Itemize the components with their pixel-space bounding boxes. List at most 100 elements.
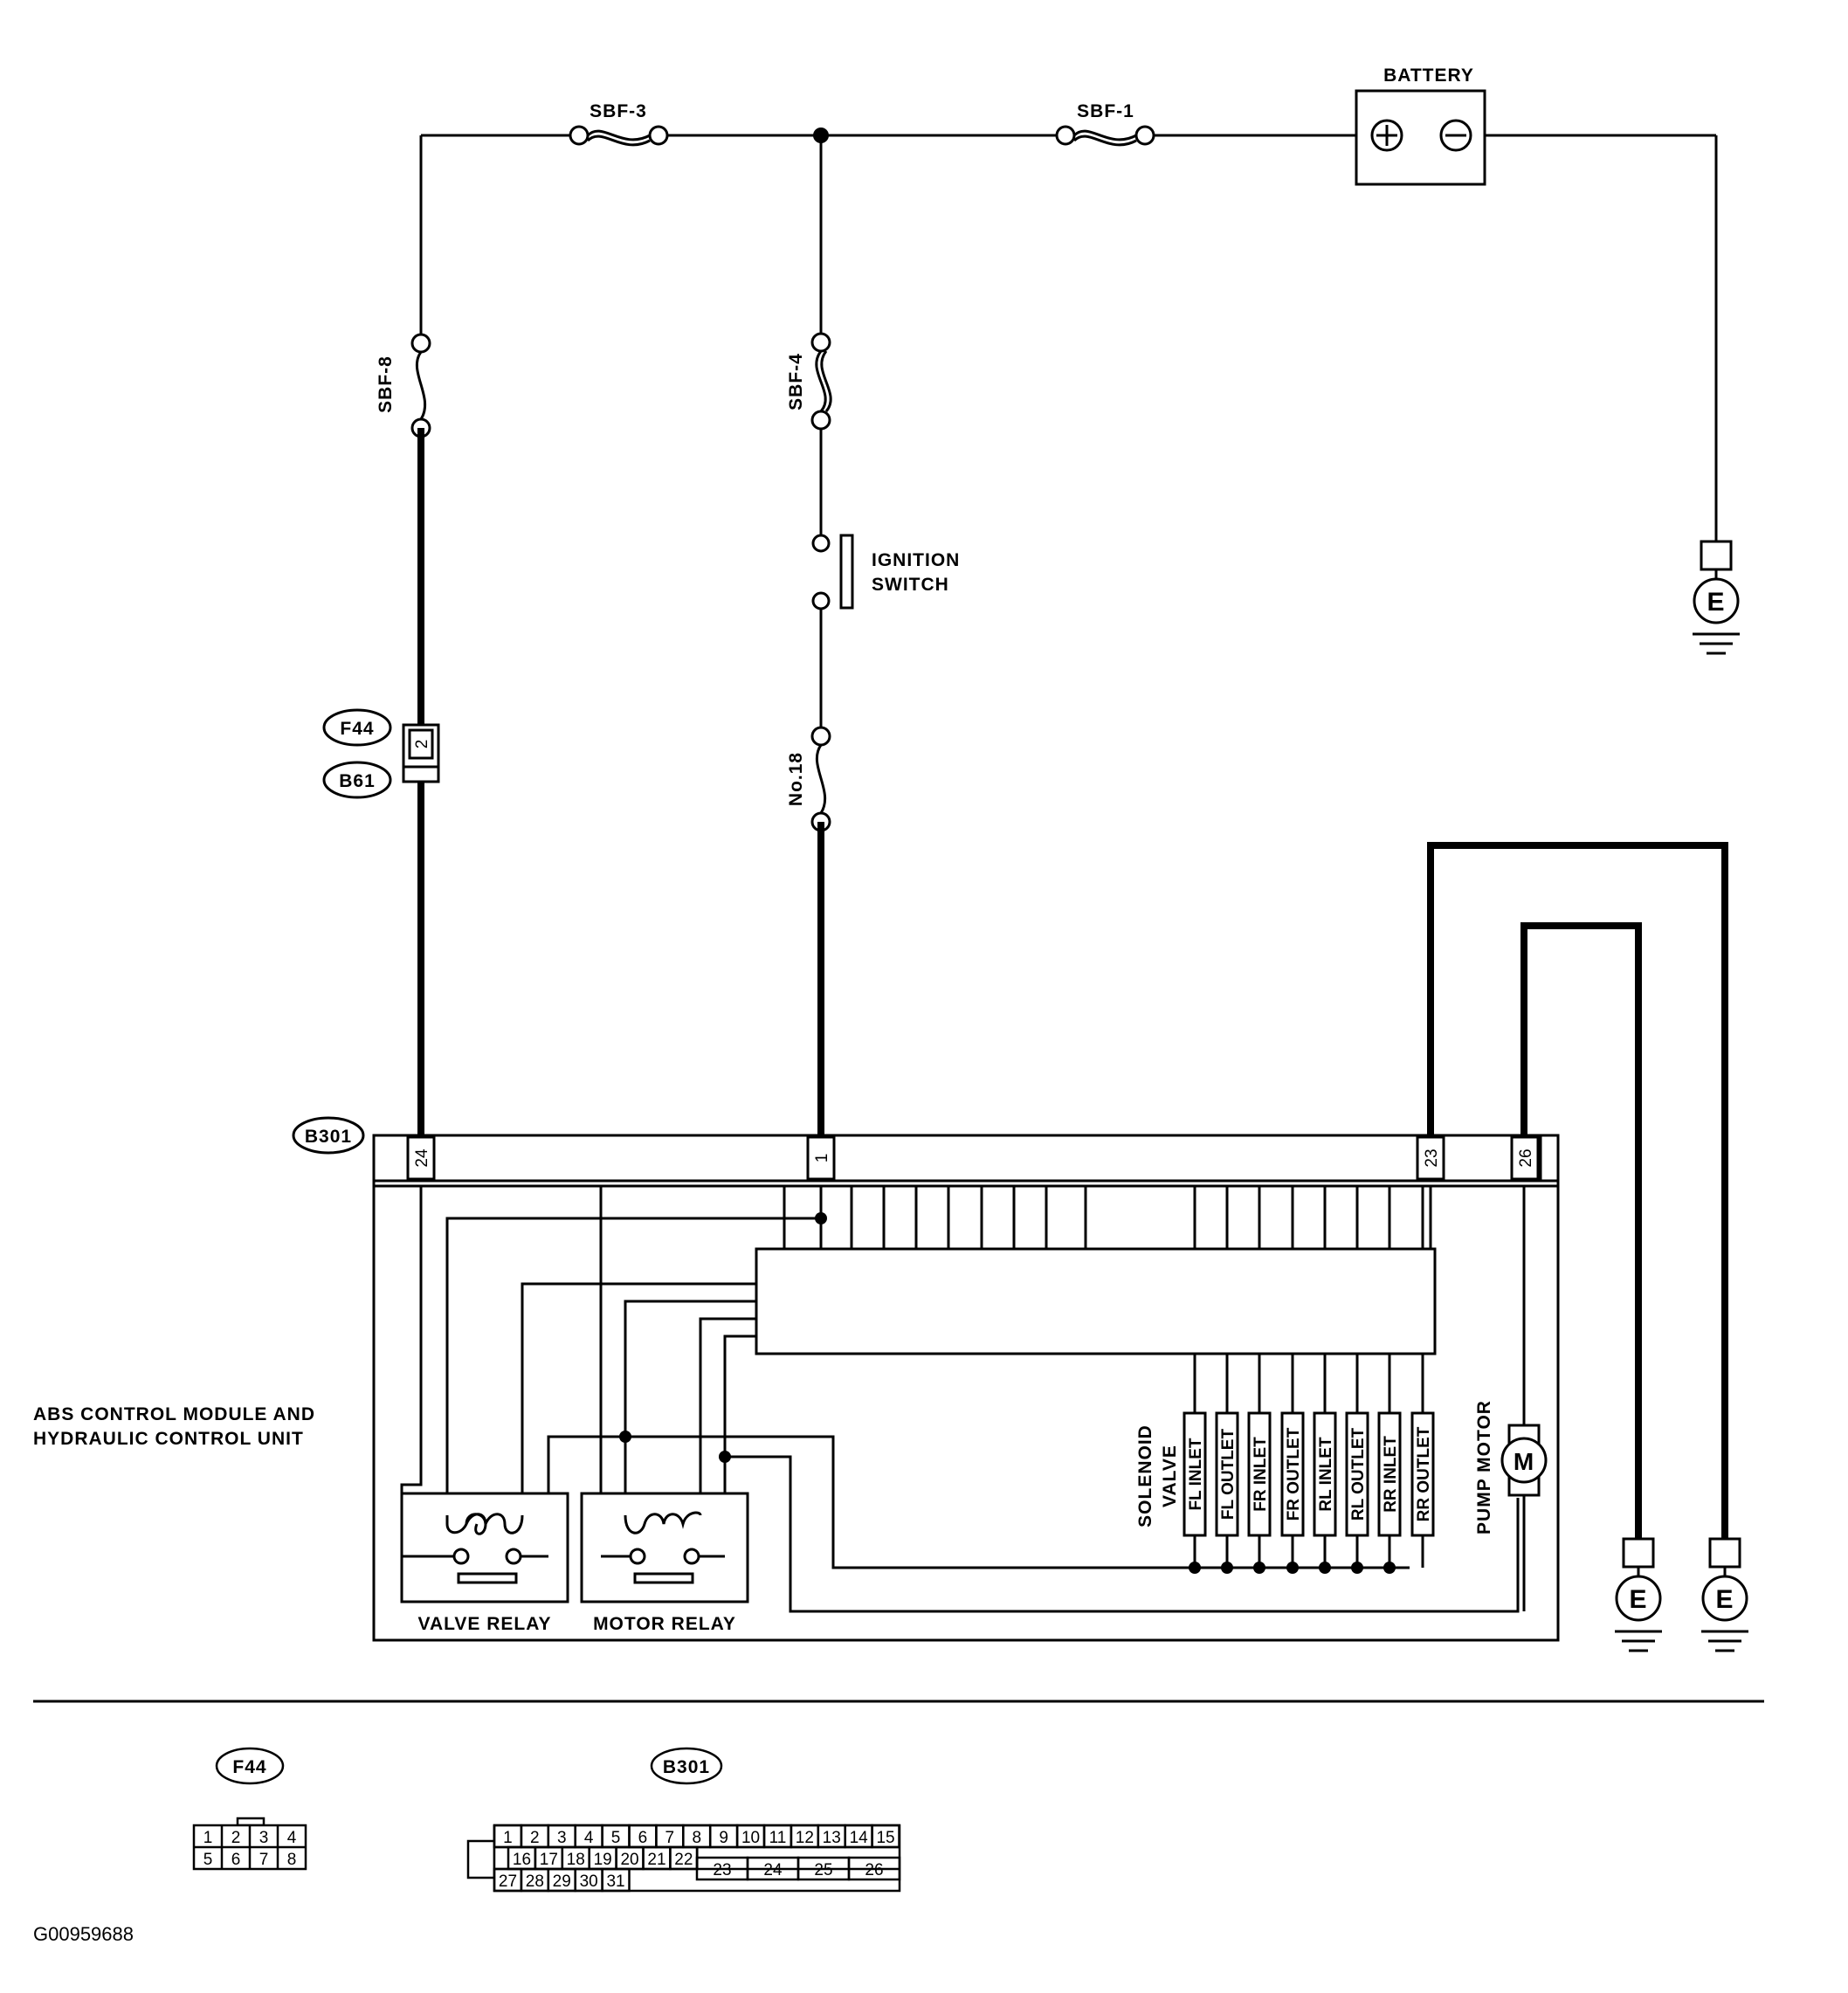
b301-cell-border bbox=[601, 1867, 631, 1893]
fuse-sbf4-label: SBF-4 bbox=[786, 353, 806, 410]
ignition-switch bbox=[811, 534, 854, 610]
fuse-sbf1-label: SBF-1 bbox=[1077, 101, 1134, 121]
solenoid-fr-outlet: FR OUTLET bbox=[1285, 1427, 1303, 1521]
b301-pin-cell: 29 bbox=[553, 1872, 571, 1891]
b301-cell-border bbox=[871, 1824, 900, 1849]
connector-f44-label: F44 bbox=[340, 719, 374, 739]
b301-pin-cell: 23 bbox=[713, 1861, 731, 1879]
battery-label: BATTERY bbox=[1383, 66, 1474, 86]
connector-b301-bar bbox=[292, 1116, 1560, 1188]
b301-pin-cell: 21 bbox=[647, 1851, 665, 1869]
b301-pin-26: 26 bbox=[1517, 1148, 1535, 1167]
fuse-no18-label: No.18 bbox=[786, 752, 806, 806]
module-label-1: ABS CONTROL MODULE AND bbox=[33, 1404, 315, 1424]
connector-view-f44-title: F44 bbox=[232, 1757, 266, 1777]
f44-pin-cell: 7 bbox=[259, 1851, 269, 1869]
solenoid-fl-inlet: FL INLET bbox=[1187, 1438, 1205, 1510]
fuse-sbf3 bbox=[569, 125, 669, 147]
fuse-sbf1 bbox=[1055, 125, 1155, 147]
fuse-no18 bbox=[810, 726, 831, 832]
harness-wires bbox=[417, 428, 1728, 1539]
b301-pin-cell: 31 bbox=[606, 1872, 624, 1891]
b301-pin-1: 1 bbox=[813, 1154, 831, 1163]
module-label-2: HYDRAULIC CONTROL UNIT bbox=[33, 1429, 304, 1449]
valve-relay-label: VALVE RELAY bbox=[418, 1614, 552, 1634]
b301-pin-cell: 9 bbox=[719, 1829, 728, 1847]
b301-cell-border bbox=[847, 1856, 901, 1881]
b301-pin-cell: 12 bbox=[796, 1829, 814, 1847]
solenoid-valve-label-1: SOLENOID bbox=[1135, 1424, 1155, 1528]
ground-motor-2-symbol: E bbox=[1715, 1585, 1734, 1614]
figure-id: G00959688 bbox=[33, 1923, 134, 1945]
f44-pin-cell: 2 bbox=[231, 1829, 241, 1847]
solenoid-rl-outlet: RL OUTLET bbox=[1349, 1427, 1368, 1521]
b301-pin-cell: 20 bbox=[620, 1851, 638, 1869]
solenoid-junctions bbox=[1189, 1562, 1396, 1574]
b301-pin-cell: 30 bbox=[580, 1872, 598, 1891]
power-wiring bbox=[419, 134, 1718, 728]
b301-pin-cell: 6 bbox=[638, 1829, 648, 1847]
fuse-sbf8 bbox=[410, 333, 431, 438]
solenoid-fr-inlet: FR INLET bbox=[1252, 1437, 1270, 1512]
fuse-sbf4 bbox=[810, 332, 832, 431]
pump-motor-label: PUMP MOTOR bbox=[1474, 1400, 1494, 1534]
ground-motor-2 bbox=[1701, 1537, 1748, 1652]
b301-pin-cell: 7 bbox=[665, 1829, 675, 1847]
b301-pin-cell: 26 bbox=[865, 1861, 883, 1879]
b301-pin-cell: 15 bbox=[876, 1829, 894, 1847]
module-junctions bbox=[619, 1212, 827, 1463]
motor-relay-label: MOTOR RELAY bbox=[593, 1614, 736, 1634]
solenoid-rl-inlet: RL INLET bbox=[1317, 1437, 1335, 1512]
b301-pin-23: 23 bbox=[1423, 1148, 1441, 1167]
connector-b301-label: B301 bbox=[305, 1127, 352, 1147]
b301-pin-cell: 8 bbox=[692, 1829, 701, 1847]
connector-view-f44 bbox=[192, 1747, 307, 1871]
abs-module bbox=[372, 1181, 1560, 1642]
connector-f44-pin: 2 bbox=[413, 740, 431, 749]
battery bbox=[1355, 89, 1486, 186]
solenoid-valves bbox=[1183, 1354, 1435, 1568]
b301-pin-cell: 28 bbox=[526, 1872, 544, 1891]
solenoid-rr-inlet: RR INLET bbox=[1382, 1436, 1400, 1513]
b301-pin-cell: 2 bbox=[530, 1829, 540, 1847]
pump-motor bbox=[1500, 1424, 1548, 1497]
b301-pin-cell: 13 bbox=[823, 1829, 841, 1847]
ignition-switch-label-2: SWITCH bbox=[872, 575, 949, 595]
pump-motor-symbol: M bbox=[1514, 1448, 1534, 1475]
b301-pin-cell: 16 bbox=[513, 1851, 531, 1869]
b301-pin-cell: 19 bbox=[594, 1851, 612, 1869]
fuse-sbf3-label: SBF-3 bbox=[590, 101, 647, 121]
b301-pin-cell: 10 bbox=[741, 1829, 760, 1847]
ground-motor-1 bbox=[1615, 1537, 1662, 1652]
solenoid-fl-outlet: FL OUTLET bbox=[1219, 1429, 1238, 1521]
f44-pin-cell: 5 bbox=[203, 1851, 213, 1869]
valve-relay bbox=[400, 1492, 569, 1603]
b301-pin-cell: 24 bbox=[763, 1861, 783, 1879]
solenoid-rr-outlet: RR OUTLET bbox=[1415, 1426, 1433, 1521]
b301-pin-cell: 3 bbox=[557, 1829, 567, 1847]
b301-pin-cell: 4 bbox=[584, 1829, 594, 1847]
connector-f44-b61 bbox=[322, 708, 440, 799]
b301-pin-cell: 27 bbox=[499, 1872, 517, 1891]
ground-motor-1-symbol: E bbox=[1629, 1585, 1647, 1614]
f44-pin-cell: 8 bbox=[287, 1851, 297, 1869]
fuse-sbf8-label: SBF-8 bbox=[376, 355, 396, 413]
ground-battery bbox=[1693, 540, 1740, 655]
connector-b61-label: B61 bbox=[339, 771, 376, 791]
b301-pin-cell: 17 bbox=[540, 1851, 558, 1869]
b301-pin-cell: 18 bbox=[567, 1851, 585, 1869]
ignition-switch-label-1: IGNITION bbox=[872, 550, 960, 570]
motor-relay bbox=[580, 1492, 749, 1603]
f44-pin-cell: 4 bbox=[287, 1829, 297, 1847]
b301-pin-cell: 14 bbox=[850, 1829, 869, 1847]
b301-pin-cell: 22 bbox=[674, 1851, 693, 1869]
f44-pin-cell: 3 bbox=[259, 1829, 269, 1847]
solenoid-valve-label-2: VALVE bbox=[1160, 1445, 1180, 1507]
b301-pin-cell: 25 bbox=[814, 1861, 832, 1879]
f44-pin-cell: 6 bbox=[231, 1851, 241, 1869]
connector-view-b301-title: B301 bbox=[663, 1757, 710, 1777]
junction-dot bbox=[813, 128, 829, 143]
f44-pin-cell: 1 bbox=[203, 1829, 213, 1847]
